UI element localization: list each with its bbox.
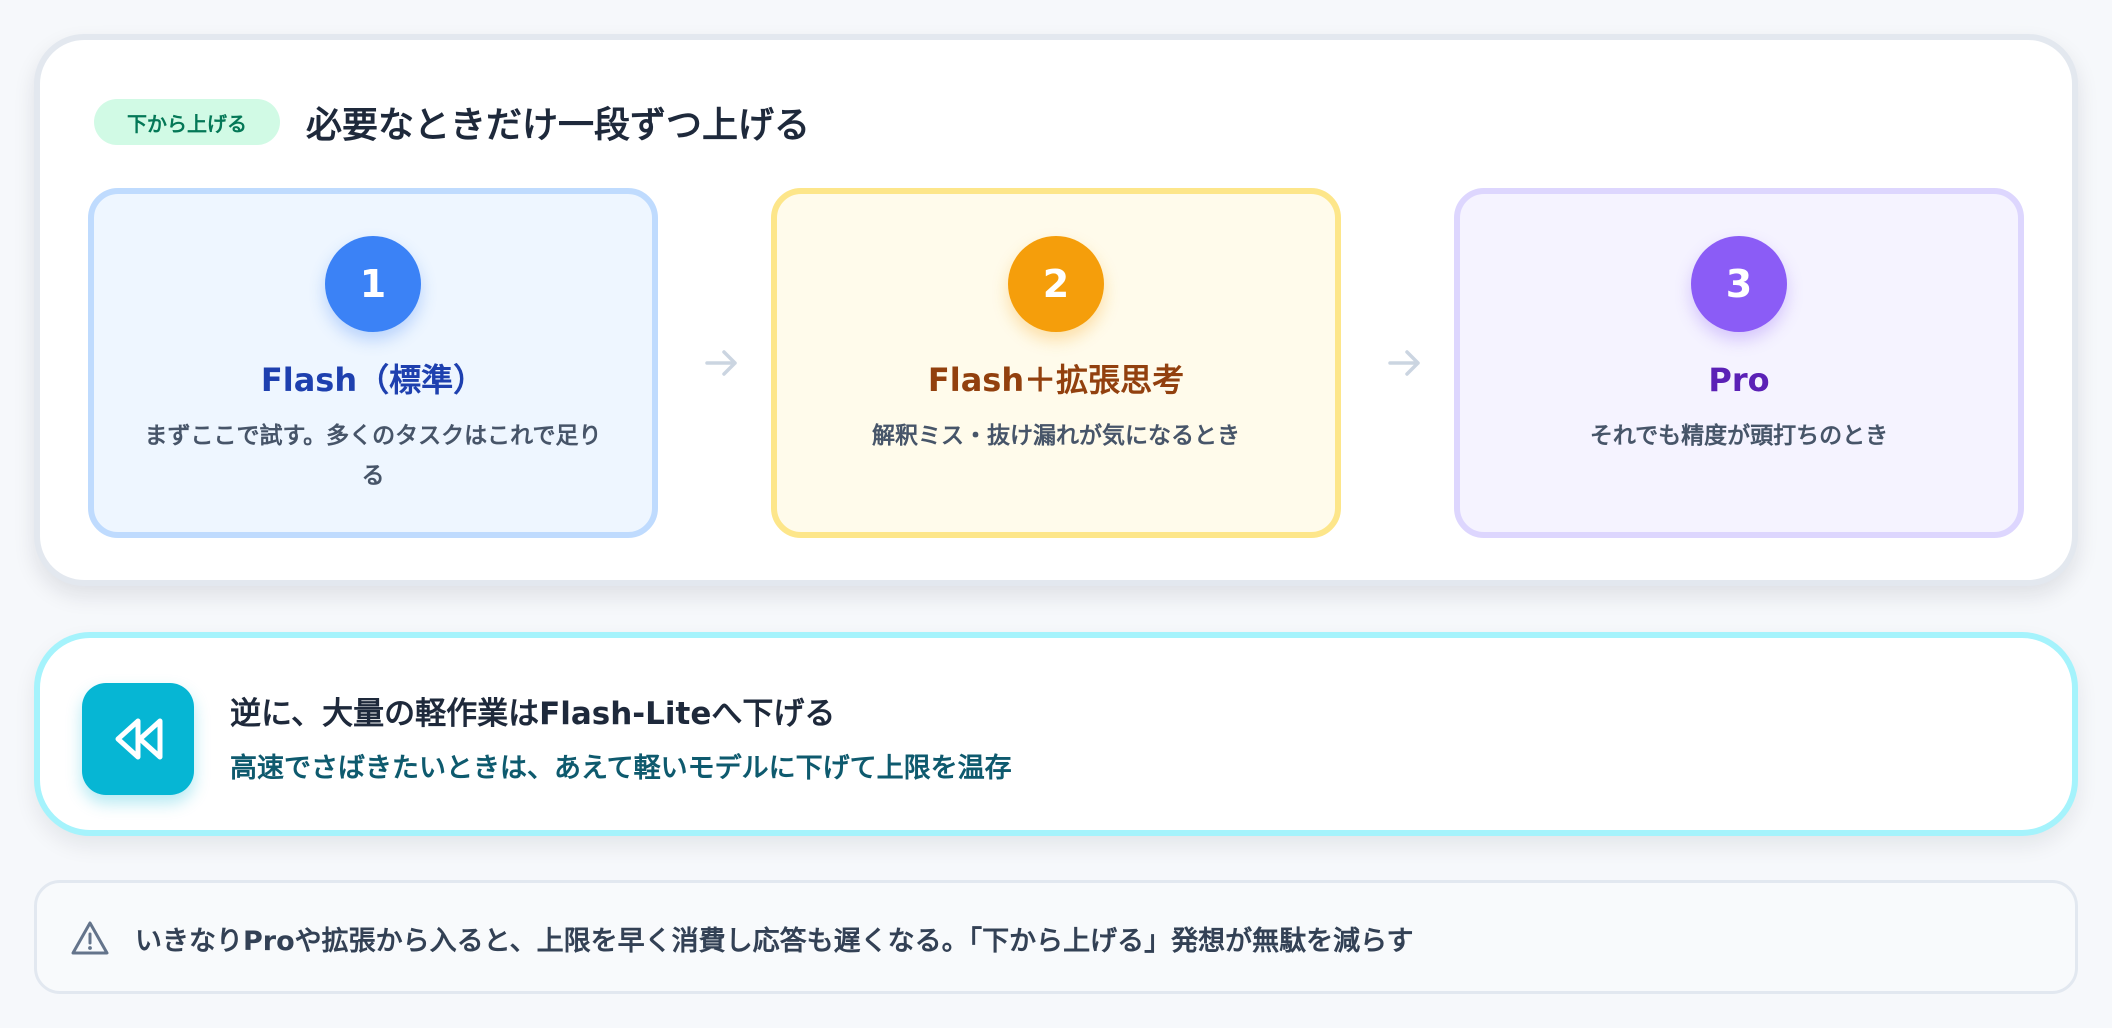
step-flow: 1 Flash（標準） まずここで試す。多くのタスクはこれで足りる 2 Flas… — [88, 188, 2026, 538]
downgrade-icon-tile — [82, 683, 194, 795]
step-title: Flash＋拡張思考 — [927, 361, 1185, 399]
downgrade-subtitle: 高速でさばきたいときは、あえて軽いモデルに下げて上限を温存 — [230, 753, 1012, 784]
step-card-pro: 3 Pro それでも精度が頭打ちのとき — [1454, 188, 2024, 538]
step-description: まずここで試す。多くのタスクはこれで足りる — [144, 423, 602, 489]
step-title: Flash（標準） — [260, 361, 486, 399]
warning-note: いきなりProや拡張から入ると、上限を早く消費し応答も遅くなる。「下から上げる」… — [34, 880, 2078, 994]
card-title: 必要なときだけ一段ずつ上げる — [306, 105, 811, 146]
arrow-right-icon — [705, 350, 737, 376]
arrow-right-icon — [1388, 350, 1420, 376]
warning-note-text: いきなりProや拡張から入ると、上限を早く消費し応答も遅くなる。「下から上げる」… — [135, 926, 1414, 957]
step-up-card: 下から上げる 必要なときだけ一段ずつ上げる 1 Flash（標準） まずここで試… — [34, 34, 2078, 586]
step-description: 解釈ミス・抜け漏れが気になるとき — [872, 423, 1240, 449]
step-title: Pro — [1708, 361, 1770, 399]
rewind-icon — [115, 718, 163, 760]
warning-triangle-icon — [71, 921, 109, 955]
downgrade-title: 逆に、大量の軽作業はFlash-Liteへ下げる — [230, 696, 836, 732]
step-description: それでも精度が頭打ちのとき — [1589, 423, 1889, 449]
step-card-flash: 1 Flash（標準） まずここで試す。多くのタスクはこれで足りる — [88, 188, 658, 538]
section-badge: 下から上げる — [94, 99, 280, 145]
card-header: 下から上げる 必要なときだけ一段ずつ上げる — [94, 98, 810, 146]
step-number-badge: 3 — [1691, 236, 1787, 332]
step-card-flash-extended-thinking: 2 Flash＋拡張思考 解釈ミス・抜け漏れが気になるとき — [771, 188, 1341, 538]
downgrade-card: 逆に、大量の軽作業はFlash-Liteへ下げる 高速でさばきたいときは、あえて… — [34, 632, 2078, 836]
step-number-badge: 1 — [325, 236, 421, 332]
step-number-badge: 2 — [1008, 236, 1104, 332]
